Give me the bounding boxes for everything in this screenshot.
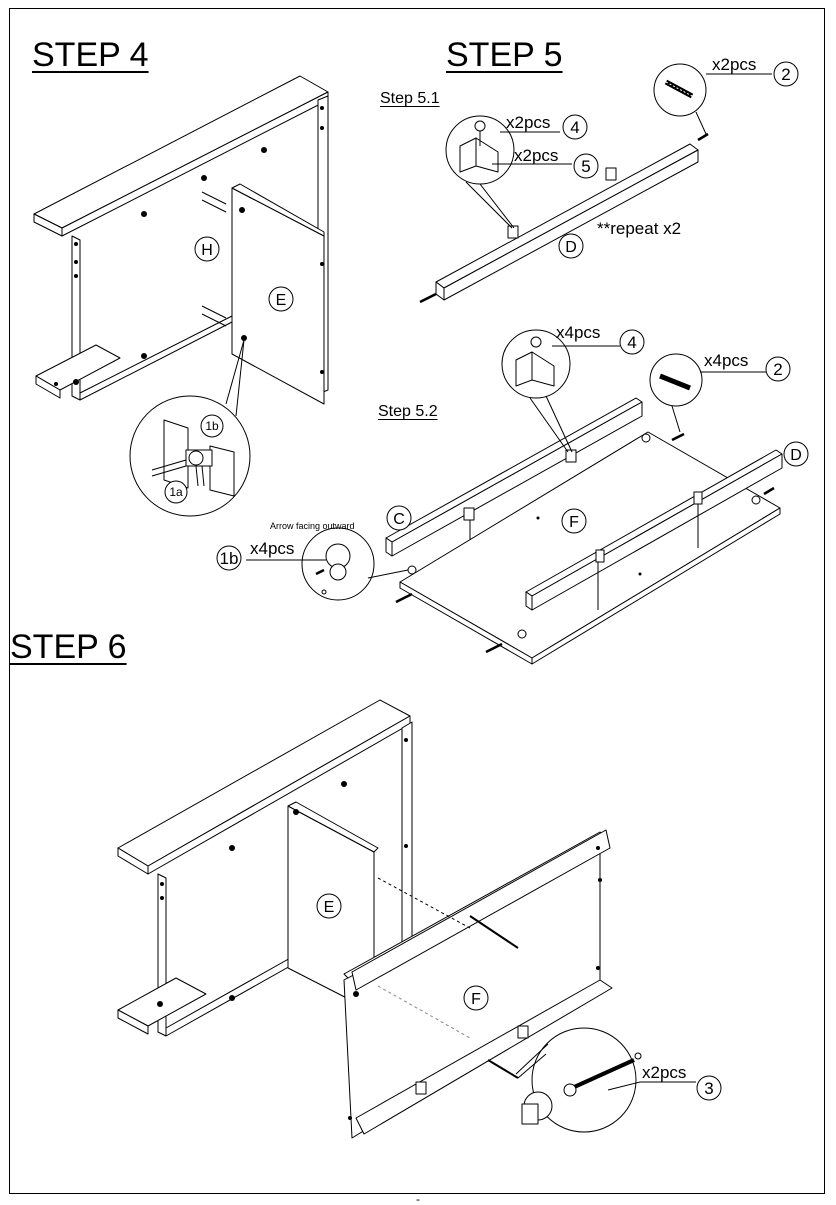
panel-e-label-step4: E	[276, 292, 287, 309]
panel-h-label: H	[201, 242, 213, 259]
step51-callout-2-qty: x2pcs	[712, 55, 756, 74]
panel-d-label-step5-1: D	[565, 239, 577, 256]
step52-callout-4-part: 4	[627, 333, 636, 352]
step-5-1-illustration	[419, 63, 772, 304]
step52-callout-2-part: 2	[773, 360, 782, 379]
step4-top-panel	[33, 75, 329, 229]
panel-c-label: C	[393, 511, 405, 528]
page-border	[9, 8, 825, 1194]
step-5-1-label: Step 5.1	[380, 90, 440, 107]
step6-callout-3-part: 3	[704, 1079, 713, 1098]
repeat-note: **repeat x2	[597, 219, 681, 238]
step51-callout-4-qty: x2pcs	[506, 113, 550, 132]
step52-callout-2-qty: x4pcs	[704, 351, 748, 370]
cam-part-1a-label: 1a	[169, 485, 183, 499]
step-5-title: STEP 5	[446, 36, 563, 74]
page-mark: -	[416, 1192, 420, 1205]
cam-part-1b-label: 1b	[205, 419, 219, 433]
step-6-title: STEP 6	[10, 628, 127, 666]
panel-f-label-step6: F	[471, 991, 481, 1008]
step-5-2-illustration	[246, 329, 783, 665]
arrow-facing-note: Arrow facing outward	[270, 521, 355, 531]
step51-callout-5-part: 5	[581, 157, 590, 176]
step6-callout-3-qty: x2pcs	[642, 1063, 686, 1082]
step-6-illustration	[117, 699, 696, 1139]
step52-callout-1b-part: 1b	[220, 549, 239, 568]
step6-rail-c	[351, 829, 611, 991]
panel-f-label-step5-2: F	[569, 514, 579, 531]
step52-callout-1b-qty: x4pcs	[250, 539, 294, 558]
step51-callout-2-part: 2	[781, 65, 790, 84]
step51-callout-4-part: 4	[570, 118, 579, 137]
step-5-2-label: Step 5.2	[378, 403, 438, 420]
step-4-title: STEP 4	[32, 36, 149, 74]
panel-e-label-step6: E	[324, 899, 335, 916]
step51-callout-5-qty: x2pcs	[514, 146, 558, 165]
panel-d-label-step5-2: D	[790, 447, 802, 464]
step6-screw-detail-circle	[531, 1027, 637, 1133]
step52-callout-4-qty: x4pcs	[556, 323, 600, 342]
